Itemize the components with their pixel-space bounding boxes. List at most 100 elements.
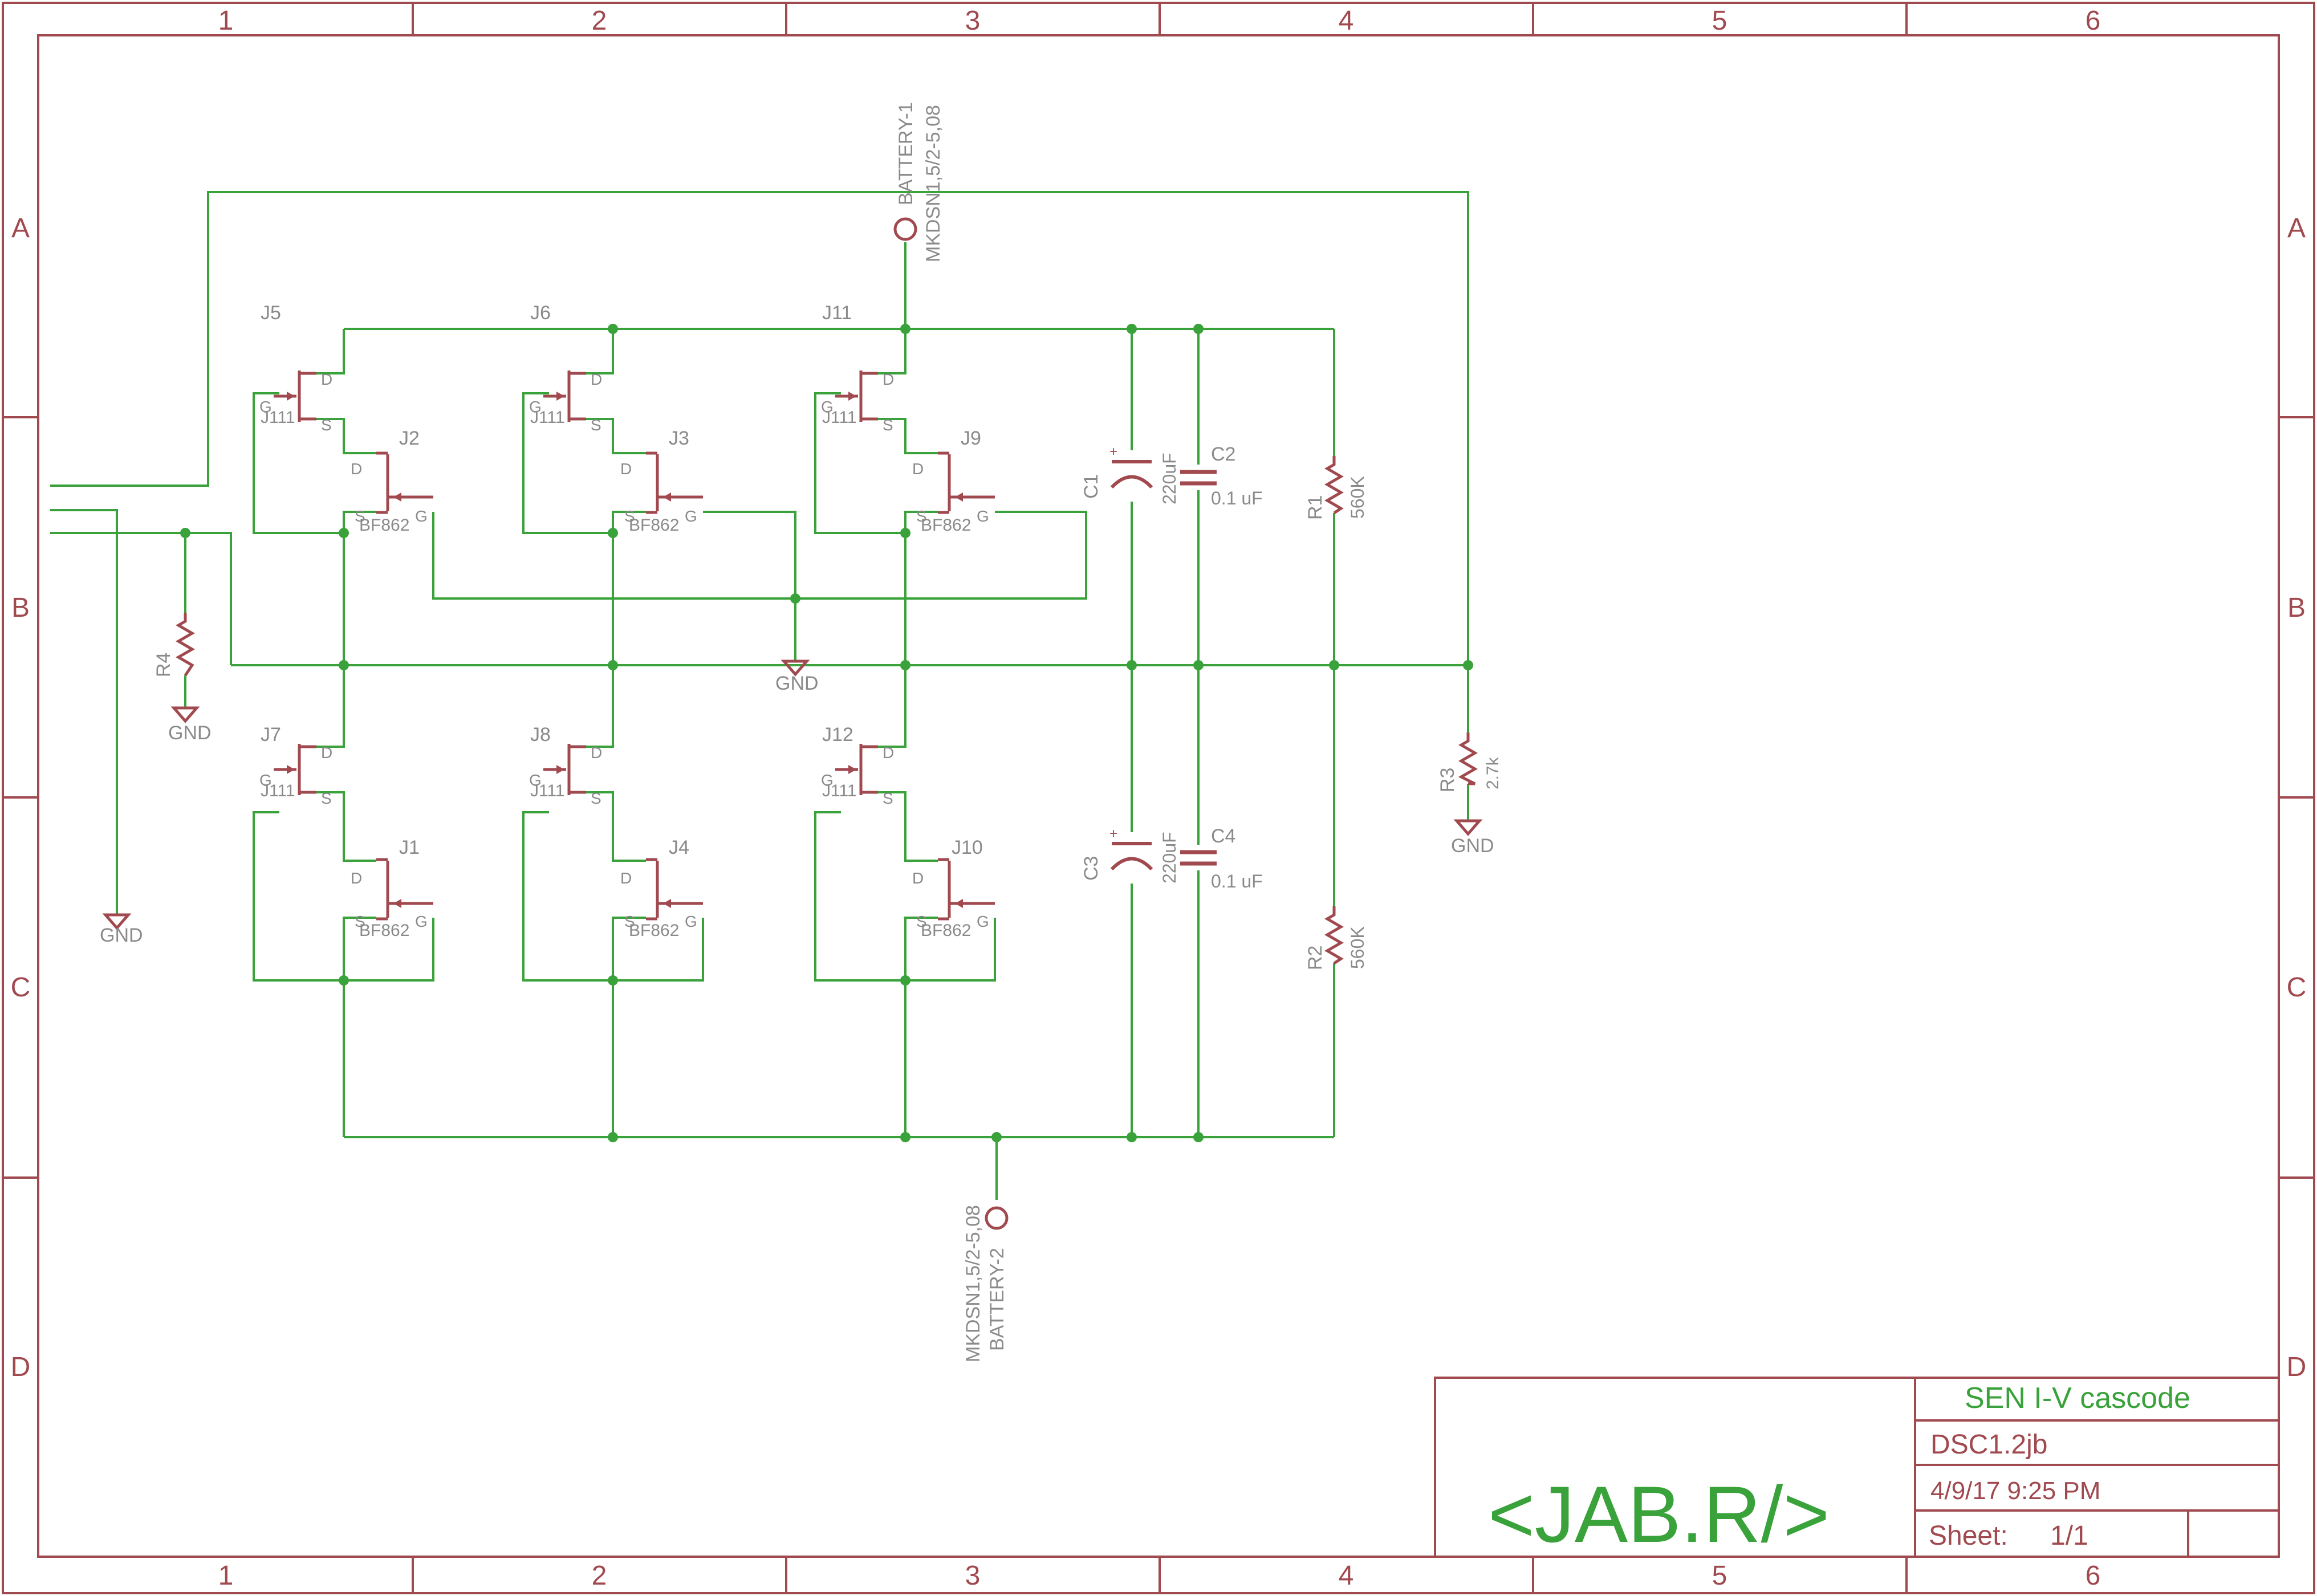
- col-label-top: 6: [2086, 6, 2101, 36]
- wires: [50, 191, 1469, 1200]
- pin-d: D: [351, 460, 362, 478]
- sheet-value: 1/1: [2050, 1521, 2088, 1551]
- row-label-right: D: [2287, 1352, 2307, 1382]
- pin-g: G: [259, 398, 272, 416]
- document-name: DSC1.2jb: [1930, 1430, 2047, 1460]
- bf-ref: J9: [961, 427, 981, 449]
- capacitor-c3: + C3 220uF: [1080, 826, 1180, 883]
- junction-dot: [608, 324, 618, 334]
- ground-icon: [102, 913, 132, 930]
- junction-dot: [608, 660, 618, 670]
- pin-s: S: [883, 789, 893, 807]
- row-label-right: B: [2287, 593, 2306, 623]
- pin-s: S: [624, 507, 635, 525]
- gnd-label: GND: [100, 925, 143, 946]
- junction-dot: [1193, 660, 1204, 670]
- title-text: SEN I-V cascode: [1965, 1382, 2190, 1415]
- connector-terminal-icon: [985, 1206, 1009, 1230]
- pin-g: G: [259, 771, 272, 789]
- res-ref: R4: [153, 653, 174, 677]
- ground-icon: [781, 659, 810, 677]
- jfet-part: J111: [530, 781, 565, 800]
- capacitor-c2: C2 0.1 uF: [1180, 443, 1263, 508]
- date-text: 4/9/17 9:25 PM: [1930, 1477, 2100, 1505]
- connector-value: MKDSN1,5/2-5,08: [922, 105, 944, 262]
- res-value: 560K: [1347, 926, 1368, 969]
- res-ref: R1: [1304, 495, 1326, 520]
- title-block: <JAB.R/> SEN I-V cascode DSC1.2jb 4/9/17…: [1434, 1377, 2280, 1559]
- pin-s: S: [321, 789, 332, 807]
- jfet-ref: J7: [261, 724, 281, 746]
- jfet-part: J111: [261, 408, 295, 427]
- bf-part: BF862: [359, 516, 409, 535]
- pin-g: G: [821, 398, 834, 416]
- junction-dot: [900, 660, 910, 670]
- connector-terminal-icon: [893, 217, 917, 241]
- col-label-top: 4: [1339, 6, 1354, 36]
- pin-s: S: [916, 913, 927, 930]
- jfet-ref: J6: [530, 302, 551, 324]
- pin-g: G: [977, 913, 989, 930]
- junction-dot: [1127, 324, 1137, 334]
- bf-ref: J2: [399, 427, 420, 449]
- logo-text: <JAB.R/>: [1488, 1469, 1830, 1559]
- col-label-bottom: 4: [1339, 1561, 1354, 1591]
- junction-dot: [1193, 324, 1204, 334]
- junction-dot: [1329, 660, 1339, 670]
- pin-s: S: [355, 913, 365, 930]
- bf-part: BF862: [629, 516, 679, 535]
- pin-d: D: [321, 370, 332, 388]
- col-label-bottom: 6: [2086, 1561, 2101, 1591]
- jfet-part: J111: [530, 408, 565, 427]
- junction-dot: [339, 528, 349, 538]
- pin-s: S: [883, 416, 893, 434]
- pin-s: S: [916, 507, 927, 525]
- junctions: [180, 324, 1473, 1142]
- resistor-r3: R3 2.7k: [1437, 732, 1502, 792]
- bf862-j4: J4 BF862 D S G: [620, 837, 703, 940]
- junction-dot: [1127, 660, 1137, 670]
- connector-value: MKDSN1,5/2-5,08: [962, 1205, 984, 1362]
- capacitor-c1: + C1 220uF: [1080, 444, 1180, 504]
- bf862-j2: J2 BF862 D S G: [351, 427, 433, 535]
- bf-part: BF862: [359, 921, 409, 940]
- gnd-label: GND: [168, 722, 212, 744]
- pin-d: D: [620, 869, 632, 887]
- col-label-top: 5: [1712, 6, 1727, 36]
- bf-part: BF862: [921, 516, 971, 535]
- pin-d: D: [321, 744, 332, 762]
- battery-connector-2: MKDSN1,5/2-5,08 BATTERY-2: [962, 1205, 1009, 1362]
- ground-r3: GND: [1451, 819, 1494, 857]
- col-label-bottom: 1: [218, 1561, 234, 1591]
- jfet-part: J111: [822, 408, 857, 427]
- row-label-left: A: [11, 213, 30, 243]
- jfet-j7: J7 J111 G D S: [259, 724, 332, 807]
- cap-ref: C3: [1080, 856, 1102, 881]
- bf-ref: J3: [669, 427, 689, 449]
- col-label-bottom: 5: [1712, 1561, 1727, 1591]
- jfet-j6: J6 J111 G D S: [529, 302, 602, 434]
- pin-d: D: [883, 370, 894, 388]
- col-label-bottom: 2: [592, 1561, 607, 1591]
- pin-g: G: [415, 913, 428, 930]
- col-label-bottom: 3: [965, 1561, 981, 1591]
- row-label-left: C: [11, 972, 31, 1003]
- row-label-left: B: [11, 593, 30, 623]
- pin-s: S: [624, 913, 635, 930]
- cap-value: 0.1 uF: [1211, 871, 1263, 891]
- bf-ref: J4: [669, 837, 689, 858]
- row-label-right: A: [2287, 213, 2306, 243]
- col-label-top: 1: [218, 6, 234, 36]
- jfet-ref: J12: [822, 724, 853, 746]
- pin-s: S: [355, 507, 365, 525]
- jfet-ref: J8: [530, 724, 551, 746]
- cap-ref: C1: [1080, 474, 1102, 499]
- bf862-j1: J1 BF862 D S G: [351, 837, 433, 940]
- cap-value: 0.1 uF: [1211, 488, 1263, 508]
- pin-s: S: [591, 789, 601, 807]
- junction-dot: [608, 528, 618, 538]
- pin-s: S: [591, 416, 601, 434]
- pin-g: G: [685, 913, 697, 930]
